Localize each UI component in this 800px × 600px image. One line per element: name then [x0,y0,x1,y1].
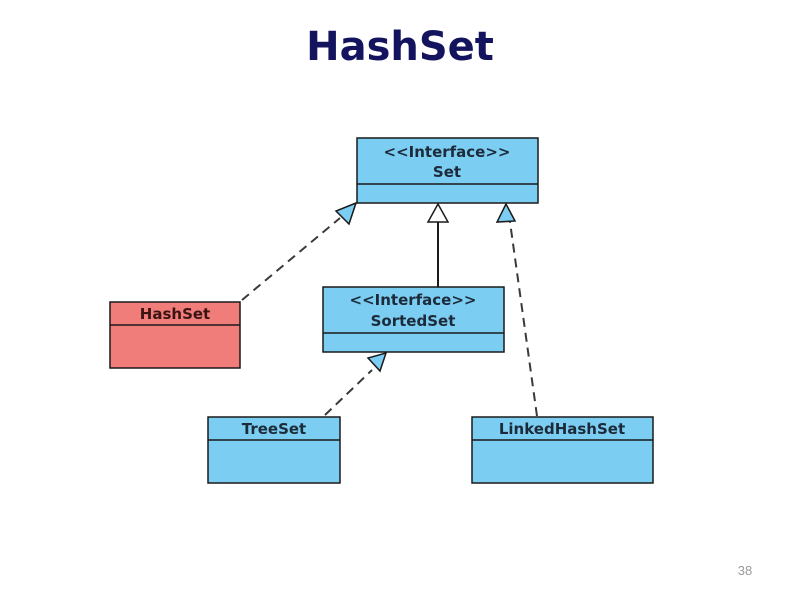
class-box-hashset[interactable]: HashSet [109,301,241,369]
generalization-arrowhead-icon [426,202,450,223]
relation-linkedhashset-realizes-set [495,202,538,417]
relation-treeset-realizes-sortedset [324,351,388,416]
realization-arrowhead-icon [495,202,517,223]
slide-title: HashSet [306,24,494,70]
class-box-treeset[interactable]: TreeSet [207,416,341,484]
realization-arrowhead-icon [334,201,358,226]
relation-hashset-realizes-set [241,201,358,301]
class-name: Set [433,163,461,181]
class-stereotype: <<Interface>> [384,143,511,161]
class-stereotype: <<Interface>> [350,291,477,309]
class-name: SortedSet [371,312,456,330]
class-name: HashSet [140,305,210,323]
relation-sortedset-extends-set [426,202,450,287]
class-box-sortedset[interactable]: <<Interface>> SortedSet [322,286,505,353]
class-box-linkedhashset[interactable]: LinkedHashSet [471,416,654,484]
class-name: LinkedHashSet [499,420,625,438]
class-box-set[interactable]: <<Interface>> Set [356,137,539,204]
page-number: 38 [737,563,753,578]
realization-arrowhead-icon [366,351,388,373]
class-name: TreeSet [242,420,306,438]
